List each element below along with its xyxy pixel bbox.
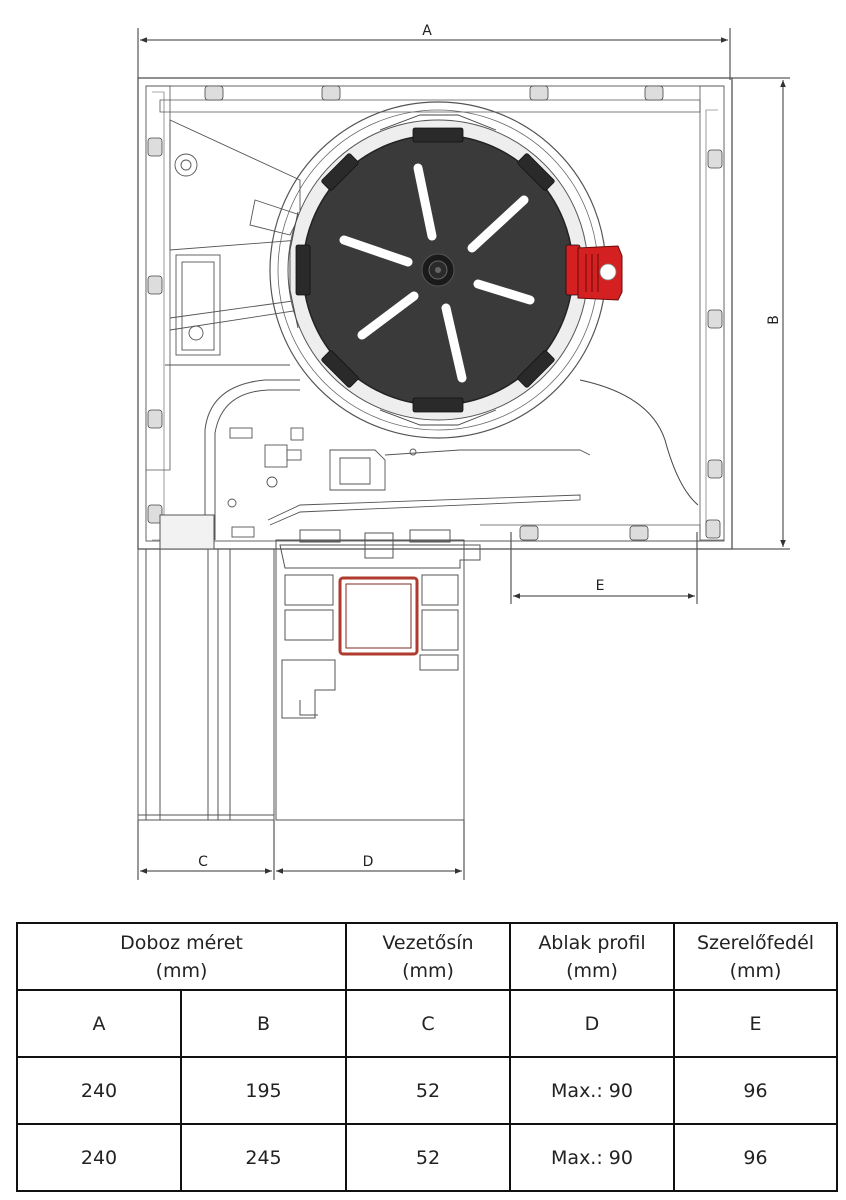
left-internal-profile — [169, 119, 301, 356]
dimension-label-e: E — [596, 578, 605, 594]
dimension-d — [276, 600, 465, 880]
header-mounting-cover: Szerelőfedél(mm) — [673, 922, 838, 991]
cell-a: 240 — [16, 1056, 182, 1125]
table-row: 240 245 52 Max.: 90 96 — [16, 1123, 838, 1192]
cell-d: Max.: 90 — [509, 1056, 675, 1125]
clip-clamps — [147, 85, 723, 541]
cell-d: Max.: 90 — [509, 1123, 675, 1192]
header-box-size: Doboz méret(mm) — [16, 922, 347, 991]
cell-c: 52 — [345, 1056, 511, 1125]
dimension-label-c: C — [198, 854, 208, 870]
guide-rail — [137, 514, 275, 821]
dimension-label-a: A — [422, 23, 432, 39]
cell-e: 96 — [673, 1056, 838, 1125]
dimension-b — [732, 77, 790, 550]
shutter-guide-curve — [165, 364, 300, 540]
roller-shutter-box-cross-section: A B C D E — [137, 23, 790, 880]
subheader-c: C — [345, 989, 511, 1058]
roller-tube-assembly — [269, 101, 607, 439]
subheader-b: B — [180, 989, 347, 1058]
dimension-label-b: B — [766, 315, 782, 325]
header-window-profile: Ablak profil(mm) — [509, 922, 675, 991]
red-bearing-clip — [577, 245, 623, 301]
dimension-table: Doboz méret(mm) Vezetősín(mm) Ablak prof… — [16, 922, 838, 1192]
subheader-d: D — [509, 989, 675, 1058]
dimension-c — [137, 820, 275, 880]
dimension-label-d: D — [363, 854, 374, 870]
cell-e: 96 — [673, 1123, 838, 1192]
dimension-a — [137, 28, 731, 80]
header-guide-rail: Vezetősín(mm) — [345, 922, 511, 991]
window-reinforcement — [338, 576, 419, 656]
subheader-e: E — [673, 989, 838, 1058]
cable-line — [579, 379, 699, 506]
dimension-e — [510, 532, 698, 604]
cell-a: 240 — [16, 1123, 182, 1192]
table-row: 240 195 52 Max.: 90 96 — [16, 1056, 838, 1125]
subheader-a: A — [16, 989, 182, 1058]
bottom-lid-profile — [227, 391, 591, 538]
window-profile — [275, 529, 481, 821]
cell-b: 195 — [180, 1056, 347, 1125]
cell-c: 52 — [345, 1123, 511, 1192]
cell-b: 245 — [180, 1123, 347, 1192]
